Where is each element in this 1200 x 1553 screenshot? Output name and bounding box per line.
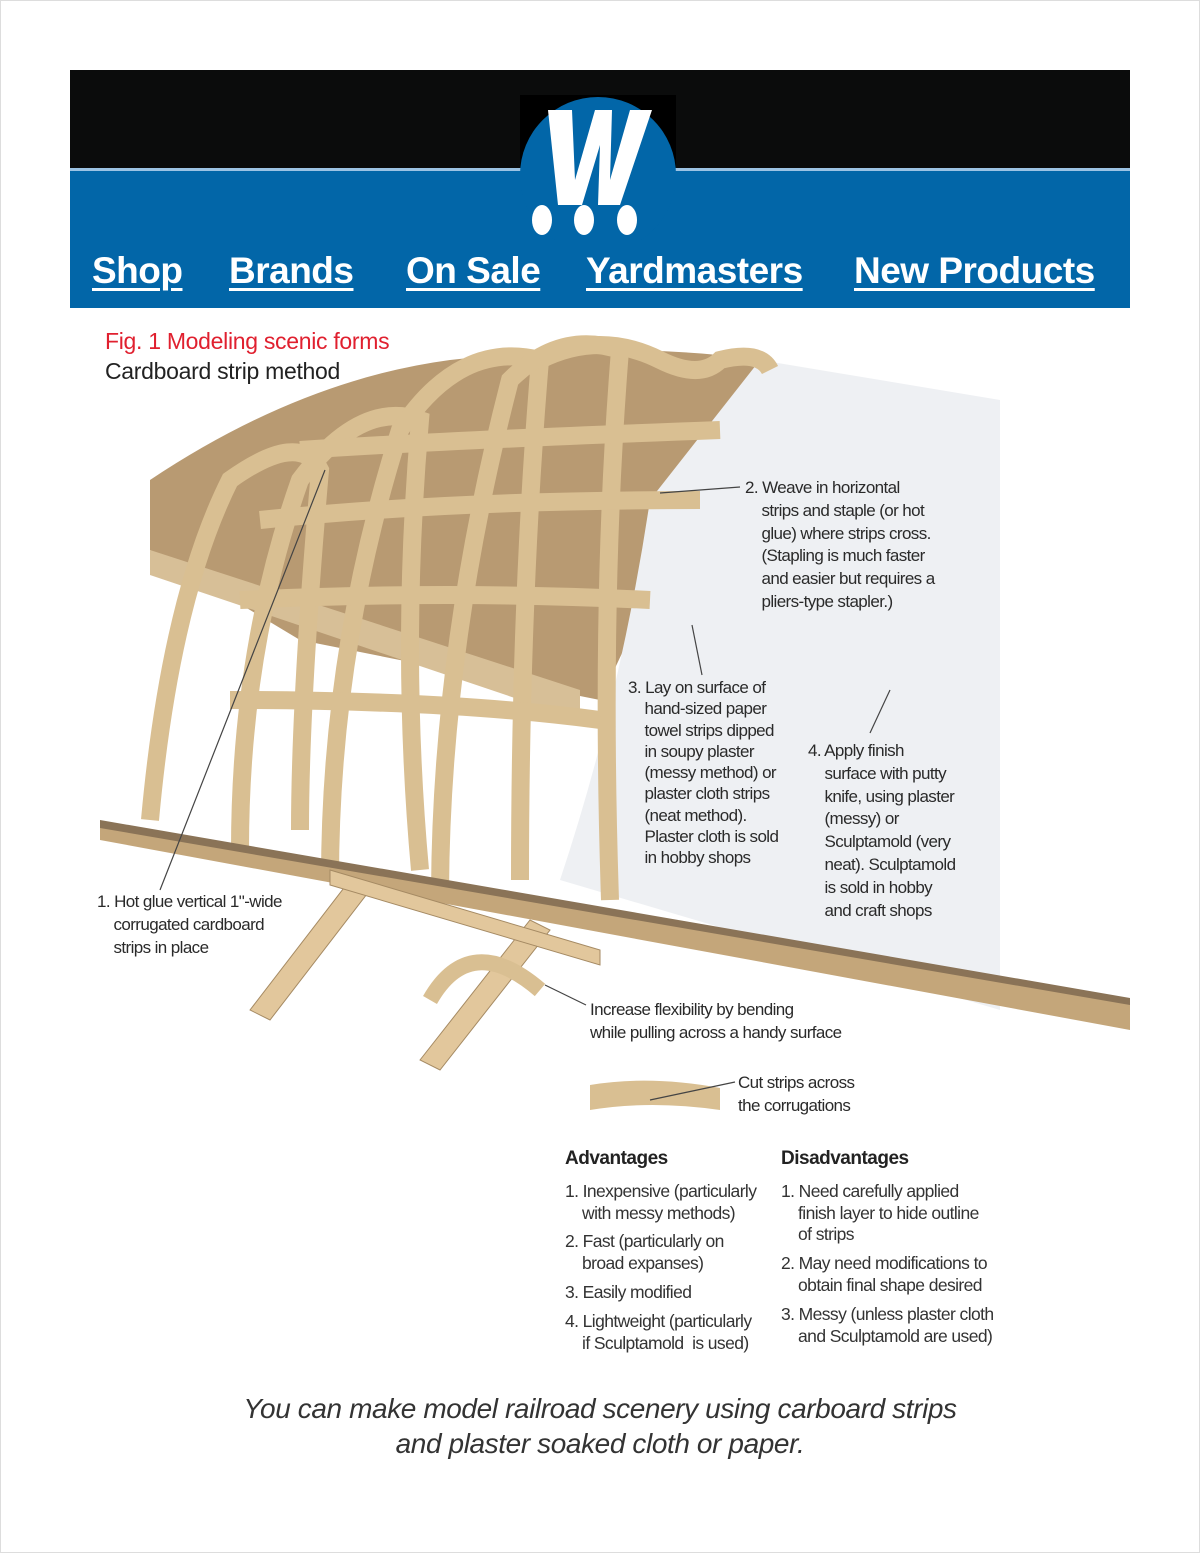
walthers-logo[interactable] — [520, 95, 676, 240]
caption-line-1: You can make model railroad scenery usin… — [243, 1393, 957, 1424]
step-1-label: 1. Hot glue vertical 1"-wide corrugated … — [97, 892, 282, 957]
scenery-illustration — [100, 335, 1130, 1110]
disadvantages-heading: Disadvantages — [781, 1148, 909, 1169]
nav-new-products[interactable]: New Products — [854, 250, 1095, 291]
nav-yardmasters[interactable]: Yardmasters — [586, 250, 803, 291]
advantage-item: 1. Inexpensive (particularly with messy … — [565, 1181, 757, 1223]
disadvantage-item: 2. May need modifications to obtain fina… — [781, 1253, 988, 1295]
figure-title: Fig. 1 Modeling scenic forms — [105, 328, 390, 354]
advantages-heading: Advantages — [565, 1148, 668, 1169]
step-2-label: 2. Weave in horizontal strips and staple… — [745, 478, 935, 611]
figure-subtitle: Cardboard strip method — [105, 358, 341, 384]
advantage-item: 3. Easily modified — [565, 1282, 692, 1302]
caption-line-2: and plaster soaked cloth or paper. — [395, 1428, 805, 1459]
nav-shop[interactable]: Shop — [92, 250, 183, 291]
step-3-label: 3. Lay on surface of hand-sized paper to… — [628, 678, 779, 868]
flexibility-note: Increase flexibility by bending while pu… — [590, 1000, 842, 1042]
nav-on-sale[interactable]: On Sale — [406, 250, 541, 291]
step-4-label: 4. Apply finish surface with putty knife… — [808, 741, 956, 920]
advantage-item: 2. Fast (particularly on broad expanses) — [565, 1231, 724, 1273]
advantage-item: 4. Lightweight (particularly if Sculptam… — [565, 1311, 752, 1353]
disadvantage-item: 1. Need carefully applied finish layer t… — [781, 1181, 979, 1244]
nav-brands[interactable]: Brands — [229, 250, 354, 291]
disadvantage-item: 3. Messy (unless plaster cloth and Sculp… — [781, 1304, 994, 1346]
cut-strips-note: Cut strips across the corrugations — [738, 1073, 855, 1115]
